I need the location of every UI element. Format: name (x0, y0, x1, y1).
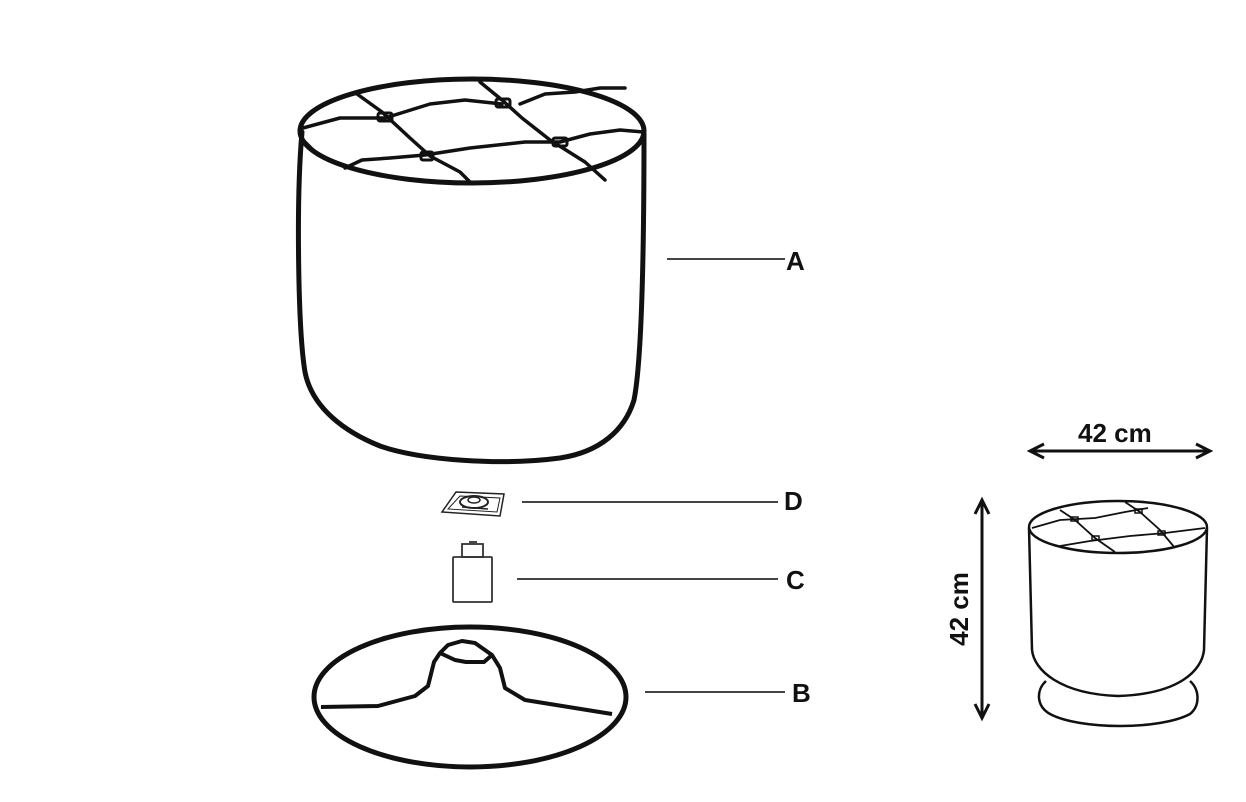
part-c-connector (452, 541, 493, 603)
part-a-seat-body (295, 76, 647, 465)
part-label-d: D (784, 486, 803, 516)
part-b-base (311, 624, 629, 770)
part-label-b: B (792, 678, 811, 708)
dimension-drawing (973, 442, 1214, 728)
part-label-a: A (786, 246, 805, 276)
width-dimension-label: 42 cm (1078, 418, 1152, 448)
part-label-c: C (786, 565, 805, 595)
part-d-mounting-plate (440, 491, 505, 517)
height-dimension-label: 42 cm (943, 572, 974, 646)
